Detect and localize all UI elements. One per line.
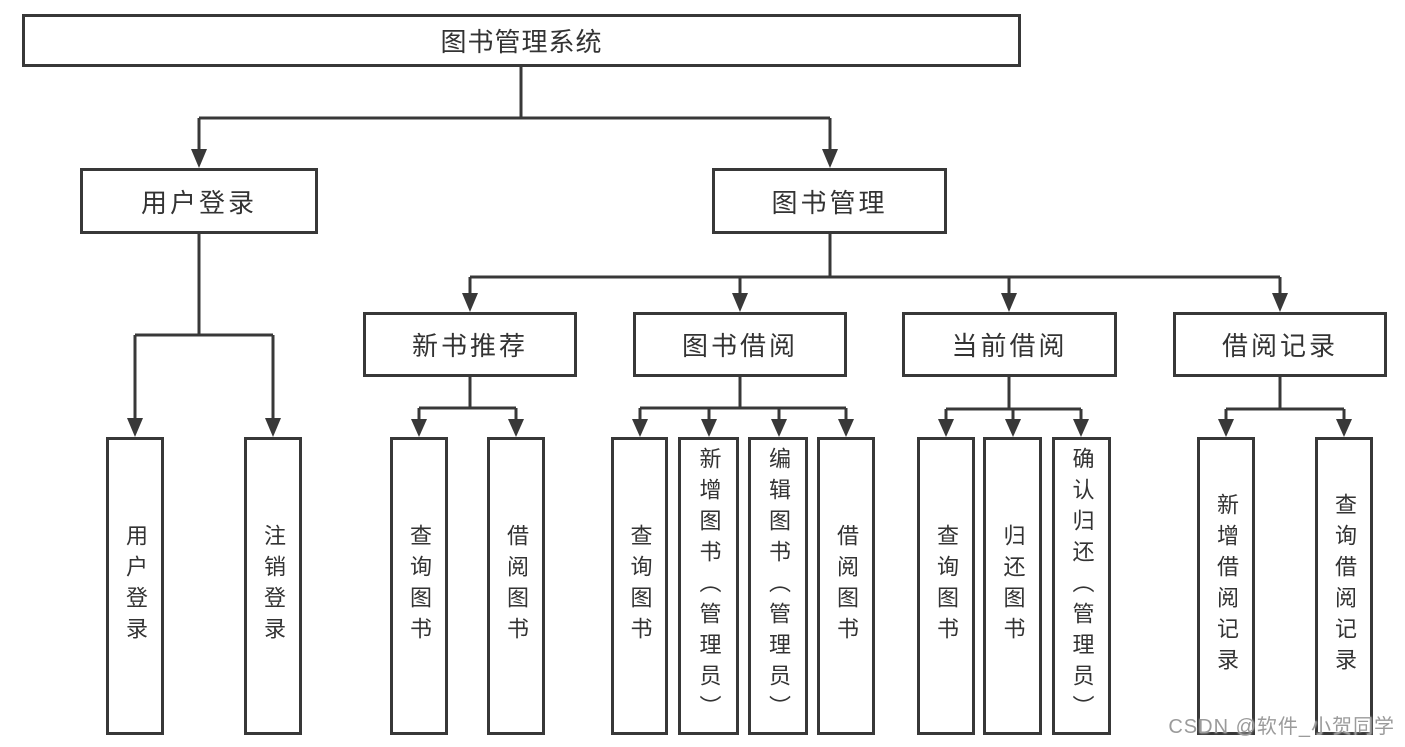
leaf-borrow-books-recommend: 借阅图书 (487, 437, 545, 735)
leaf-query-books-recommend: 查询图书 (390, 437, 448, 735)
node-root: 图书管理系统 (22, 14, 1021, 67)
leaf-add-books-admin: 新增图书（管理员） (678, 437, 739, 735)
node-new-book-recommend: 新书推荐 (363, 312, 577, 377)
leaf-user-login: 用户登录 (106, 437, 164, 735)
node-book-management: 图书管理 (712, 168, 947, 234)
node-user-login: 用户登录 (80, 168, 318, 234)
leaf-add-borrow-record: 新增借阅记录 (1197, 437, 1255, 735)
node-current-borrow: 当前借阅 (902, 312, 1117, 377)
leaf-logout: 注销登录 (244, 437, 302, 735)
leaf-query-borrow-record: 查询借阅记录 (1315, 437, 1373, 735)
leaf-edit-books-admin: 编辑图书（管理员） (748, 437, 808, 735)
leaf-borrow-books: 借阅图书 (817, 437, 875, 735)
leaf-query-books-borrow: 查询图书 (611, 437, 668, 735)
leaf-query-books-current: 查询图书 (917, 437, 975, 735)
leaf-return-books: 归还图书 (983, 437, 1042, 735)
csdn-watermark: CSDN @软件_小贺同学 (1168, 716, 1395, 738)
leaf-confirm-return-admin: 确认归还（管理员） (1052, 437, 1111, 735)
node-borrow-records: 借阅记录 (1173, 312, 1387, 377)
node-book-borrow: 图书借阅 (633, 312, 847, 377)
